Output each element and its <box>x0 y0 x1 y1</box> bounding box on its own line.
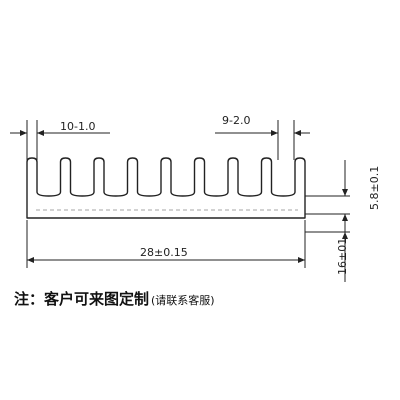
custom-note-main: 注：客户可来图定制 <box>14 290 149 308</box>
dim-overall-height-label: 16±01 <box>336 238 349 275</box>
dim-fin-gap: 9-2.0 <box>215 114 310 160</box>
dim-overall-width: 28±0.15 <box>26 220 306 268</box>
custom-note: 注：客户可来图定制(请联系客服) <box>14 290 215 308</box>
dim-overall-width-label: 28±0.15 <box>140 246 188 259</box>
dim-overall-height: 16±01 <box>305 231 350 282</box>
heatsink-profile <box>26 157 306 219</box>
dim-fin-width-label: 10-1.0 <box>60 120 95 133</box>
dim-base-thickness: 5.8±0.1 <box>305 160 381 232</box>
dim-base-thickness-label: 5.8±0.1 <box>368 166 381 210</box>
custom-note-sub: (请联系客服) <box>151 293 215 307</box>
dim-fin-width: 10-1.0 <box>10 120 110 160</box>
dim-fin-gap-label: 9-2.0 <box>222 114 250 127</box>
